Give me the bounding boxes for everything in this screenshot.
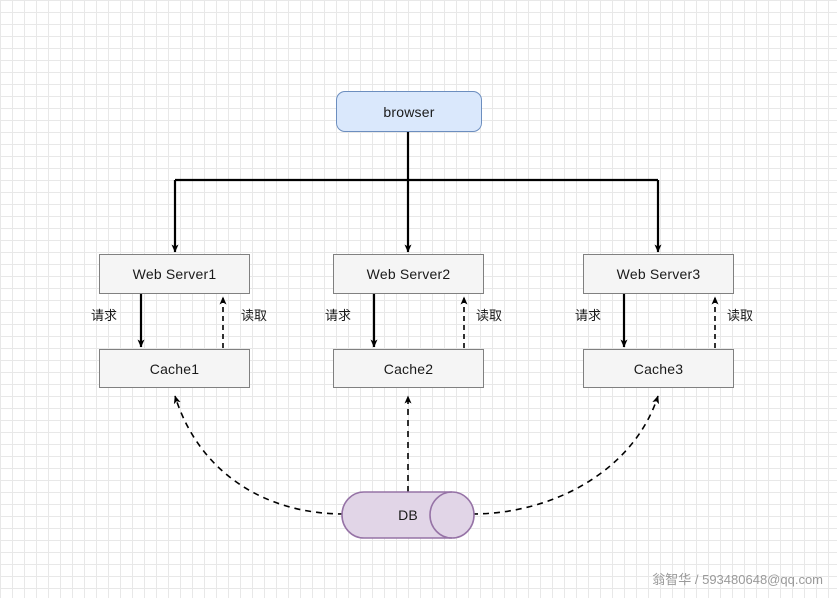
edge-label-request-1: 请求 [91, 308, 118, 323]
edge-db-to-cache3 [471, 395, 660, 515]
node-web-server-3[interactable]: Web Server3 [583, 254, 734, 294]
node-web-server-3-label: Web Server3 [616, 266, 701, 282]
watermark: 翁智华 / 593480648@qq.com [652, 572, 823, 587]
node-cache-1-label: Cache1 [149, 360, 200, 377]
node-cache-1[interactable]: Cache1 [99, 349, 250, 388]
node-web-server-2-label: Web Server2 [366, 266, 451, 282]
edge-label-read-3: 读取 [727, 308, 754, 323]
node-db[interactable]: DB [342, 492, 474, 538]
edge-label-request-2: 请求 [325, 308, 352, 323]
node-cache-2-label: Cache2 [383, 360, 434, 377]
node-cache-3-label: Cache3 [633, 360, 684, 377]
node-cache-3[interactable]: Cache3 [583, 349, 734, 388]
node-cache-2[interactable]: Cache2 [333, 349, 484, 388]
node-web-server-2[interactable]: Web Server2 [333, 254, 484, 294]
edge-label-request-3: 请求 [575, 308, 602, 323]
node-web-server-1[interactable]: Web Server1 [99, 254, 250, 294]
edge-browser-to-servers [171, 132, 662, 253]
node-browser[interactable]: browser [336, 91, 482, 132]
edge-label-read-2: 读取 [476, 308, 503, 323]
edge-db-to-cache1 [173, 395, 345, 515]
node-db-label: DB [398, 507, 418, 523]
node-browser-label: browser [383, 103, 435, 120]
node-web-server-1-label: Web Server1 [132, 266, 217, 282]
edge-label-read-1: 读取 [241, 308, 268, 323]
